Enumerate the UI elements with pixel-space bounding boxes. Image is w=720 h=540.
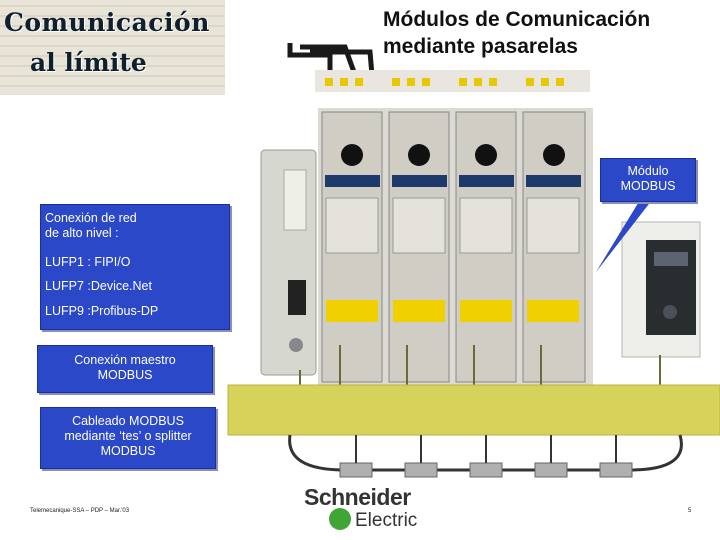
modbus-bus [227,384,720,436]
callout-lufp7: LUFP7 :Device.Net [45,279,152,293]
callout-red-line1: Conexión de red [45,211,137,225]
callout-maestro-line2: MODBUS [97,368,153,382]
footer-text: Telemecanique-SSA – PDP – Mar.'03 [30,508,130,514]
modbus-module-callout: Módulo MODBUS [600,158,696,202]
callout-modulo-line1: Módulo [627,164,669,178]
header-banner [0,0,225,95]
logo-electric: Electric [355,510,418,531]
callout-maestro-line1: Conexión maestro [74,353,176,367]
master-connection-callout: Conexión maestro MODBUS [37,345,213,393]
banner-title-line1: Comunicación [4,8,210,37]
callout-lufp9: LUFP9 :Profibus-DP [45,304,159,318]
callout-red-line2: de alto nivel : [45,226,119,240]
callout-cable-line1: Cableado MODBUS [72,414,184,428]
drop-cables [299,345,661,385]
callout-cable-line2: mediante ‘tes’ o splitter [64,429,192,443]
slide-title-line2: mediante pasarelas [383,35,578,58]
starter-modules [321,111,586,383]
network-connection-callout: Conexión de red de alto nivel : LUFP1 : … [40,204,230,330]
callout-modulo-line2: MODBUS [620,179,676,193]
top-cables [287,43,375,76]
terminal-strip-top [315,70,590,92]
schneider-logo-icon [329,508,351,530]
callout-lufp1: LUFP1 : FIPI/O [45,255,131,269]
page-number: 5 [688,508,692,514]
modbus-cabling-callout: Cableado MODBUS mediante ‘tes’ o splitte… [40,407,216,469]
bus-tees [288,434,683,478]
slide-title: Módulos de Comunicación mediante pasarel… [383,6,720,60]
callout-pointer [596,200,652,272]
modbus-drive [621,221,701,358]
slide-title-line1: Módulos de Comunicación [383,8,651,31]
gateway-module [260,149,317,376]
banner-title-line2: al límite [30,48,147,77]
callout-cable-line3: MODBUS [100,444,156,458]
logo-schneider: Schneider [304,484,411,510]
top-terminals [325,78,564,86]
